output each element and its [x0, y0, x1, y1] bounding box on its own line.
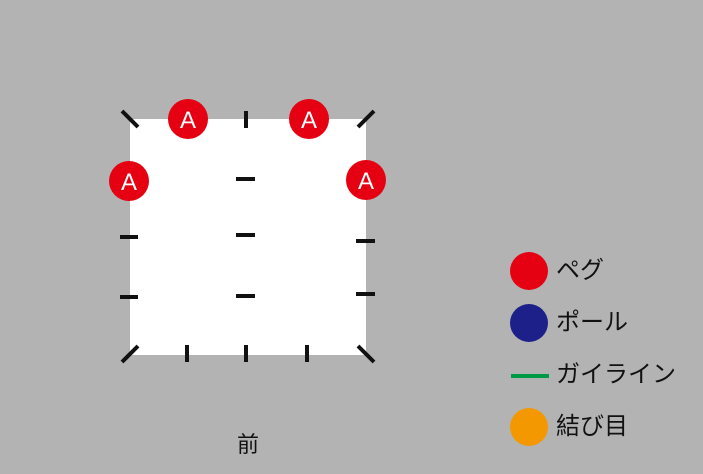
corner-mark	[356, 344, 376, 364]
peg-letter: A	[358, 168, 374, 195]
peg-circle	[168, 99, 208, 139]
corner-mark	[120, 109, 140, 129]
legend: ペグ ポール ガイライン 結び目	[510, 252, 700, 460]
peg-circle	[289, 99, 329, 139]
legend-label: 結び目	[556, 412, 628, 440]
guyline-swatch-icon	[511, 374, 549, 378]
peg-marker: A	[168, 99, 208, 139]
legend-label: ガイライン	[556, 360, 676, 388]
knot-swatch-icon	[510, 408, 548, 446]
legend-item-guyline: ガイライン	[510, 356, 700, 408]
peg-marker: A	[289, 99, 329, 139]
corner-mark	[120, 344, 140, 364]
peg-letter: A	[121, 169, 137, 196]
stake-marks	[120, 109, 376, 364]
corner-mark	[356, 109, 376, 129]
pole-swatch-icon	[510, 304, 548, 342]
peg-marker: A	[346, 160, 386, 200]
peg-marker: A	[109, 161, 149, 201]
peg-letter: A	[301, 107, 317, 134]
legend-item-peg: ペグ	[510, 252, 700, 304]
legend-label: ペグ	[556, 256, 604, 284]
peg-letter: A	[180, 107, 196, 134]
peg-swatch-icon	[510, 252, 548, 290]
front-label: 前	[236, 433, 259, 458]
peg-circle	[346, 160, 386, 200]
peg-circle	[109, 161, 149, 201]
legend-label: ポール	[556, 308, 628, 336]
legend-item-pole: ポール	[510, 304, 700, 356]
legend-item-knot: 結び目	[510, 408, 700, 460]
